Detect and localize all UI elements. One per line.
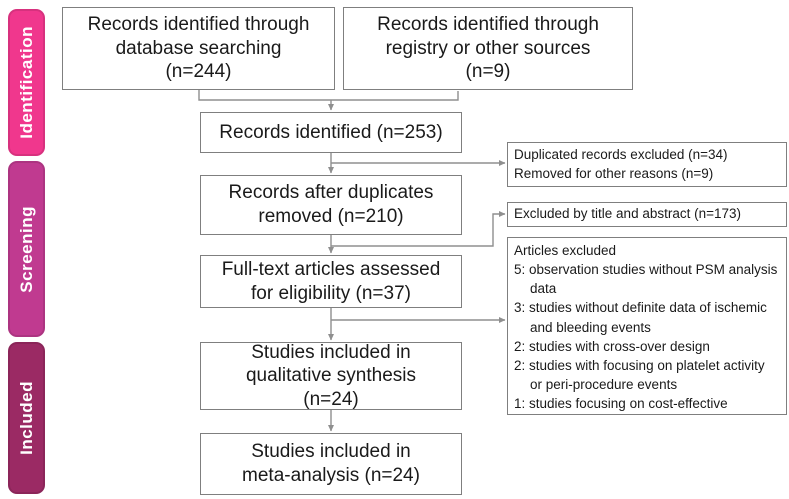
box-fulltext-assessed: Full-text articles assessed for eligibil… (200, 255, 462, 308)
stage-identification: Identification (8, 9, 45, 156)
box-database-search: Records identified through database sear… (62, 7, 335, 90)
box-database-search-text: Records identified through database sear… (87, 14, 310, 83)
box-registry-sources: Records identified through registry or o… (343, 7, 633, 90)
box-duplicates-excluded: Duplicated records excluded (n=34) Remov… (507, 142, 787, 187)
box-articles-excluded: Articles excluded 5: observation studies… (507, 237, 787, 415)
box-duplicates-excluded-text: Duplicated records excluded (n=34) Remov… (514, 146, 728, 181)
stage-included: Included (8, 342, 45, 494)
box-fulltext-assessed-text: Full-text articles assessed for eligibil… (221, 258, 441, 304)
box-qualitative-synthesis-text: Studies included in qualitative synthesi… (245, 341, 417, 410)
box-records-identified: Records identified (n=253) (200, 112, 462, 153)
articles-excluded-title: Articles excluded (514, 243, 617, 258)
box-meta-analysis-text: Studies included in meta-analysis (n=24) (242, 441, 420, 486)
stage-screening: Screening (8, 161, 45, 337)
articles-excluded-item: 2: studies with cross-over design (514, 338, 710, 354)
box-duplicates-removed-text: Records after duplicates removed (n=210) (228, 182, 434, 227)
box-title-abstract-excluded-text: Excluded by title and abstract (n=173) (514, 206, 742, 222)
box-registry-sources-text: Records identified through registry or o… (377, 14, 599, 83)
box-title-abstract-excluded: Excluded by title and abstract (n=173) (507, 202, 787, 227)
box-duplicates-removed: Records after duplicates removed (n=210) (200, 175, 462, 235)
articles-excluded-item: 1: studies focusing on cost-effective (514, 396, 728, 412)
stage-identification-label: Identification (16, 26, 36, 139)
stage-screening-label: Screening (16, 205, 36, 293)
stage-included-label: Included (16, 381, 36, 455)
box-records-identified-text: Records identified (n=253) (219, 121, 443, 143)
articles-excluded-item: 5: observation studies without PSM analy… (514, 262, 778, 297)
box-meta-analysis: Studies included in meta-analysis (n=24) (200, 433, 462, 495)
articles-excluded-item: 3: studies without definite data of isch… (514, 300, 767, 335)
box-qualitative-synthesis: Studies included in qualitative synthesi… (200, 342, 462, 410)
connector-merge-bracket (198, 90, 459, 101)
articles-excluded-item: 2: studies with focusing on platelet act… (514, 357, 765, 393)
